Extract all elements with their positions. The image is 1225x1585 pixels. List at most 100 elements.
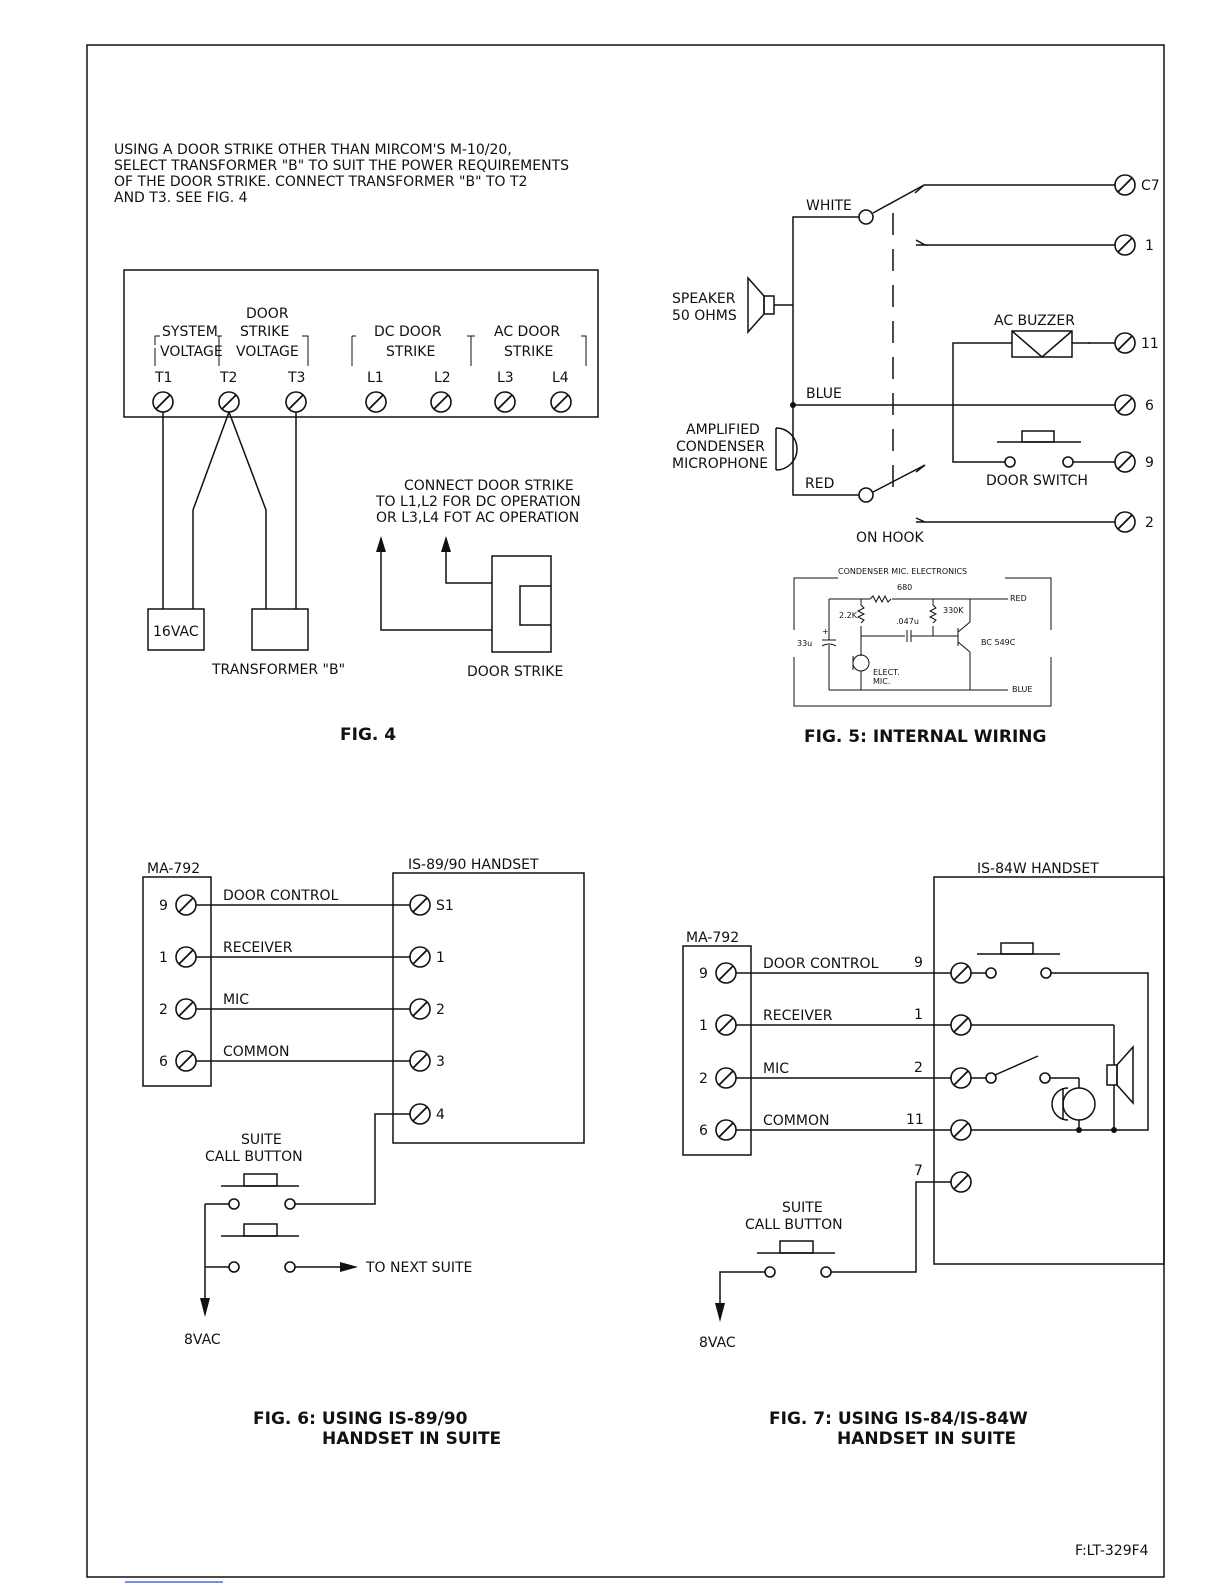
terminal-l4 — [550, 391, 572, 413]
page-border — [86, 44, 1165, 1578]
fig6-wire-door-control: DOOR CONTROL — [223, 888, 339, 904]
door-strike-voltage-label-2: STRIKE — [240, 324, 289, 340]
terminal-2-label: 2 — [1145, 515, 1154, 531]
fig6-left-1: 1 — [159, 950, 168, 966]
terminal-label-t2: T2 — [219, 370, 237, 386]
fig7-wire-door-control: DOOR CONTROL — [763, 956, 879, 972]
r680-label: 680 — [897, 583, 912, 592]
fig6-left-9: 9 — [159, 898, 168, 914]
white-contact — [858, 209, 874, 225]
fig7-wire-num-11: 11 — [906, 1112, 924, 1128]
electronics-title: CONDENSER MIC. ELECTRONICS — [838, 567, 967, 576]
terminal-label-l4: L4 — [552, 370, 569, 386]
fig6-caption-1: FIG. 6: USING IS-89/90 — [253, 1409, 468, 1429]
fig7-ma792-block — [682, 945, 752, 1156]
plus-mark: + — [822, 627, 829, 636]
fig5-diagram: WHITE SPEAKER 50 OHMS BLUE AMPLIFIED CON… — [672, 174, 1160, 747]
red-wire-label: RED — [805, 476, 834, 492]
fig6-caption-2: HANDSET IN SUITE — [322, 1429, 501, 1449]
terminal-11-label: 11 — [1141, 336, 1159, 352]
fig6-suite-label: SUITE — [241, 1132, 282, 1148]
terminal-2 — [1114, 511, 1136, 533]
fig7-terminal-1 — [715, 1014, 737, 1036]
fig6-handset-2 — [409, 998, 431, 1020]
fig6-terminal-2 — [175, 998, 197, 1020]
fig6-ma792-block — [142, 876, 212, 1087]
footer-code: F:LT-329F4 — [1075, 1543, 1149, 1559]
fig6-handset-4 — [409, 1103, 431, 1125]
terminal-t1 — [152, 391, 174, 413]
dc-door-strike-label: DC DOOR — [374, 324, 442, 340]
transformer-b — [251, 608, 309, 651]
fig7-suite-call-button — [779, 1240, 814, 1254]
transistor-label: BC 549C — [981, 638, 1016, 647]
door-switch-label: DOOR SWITCH — [986, 473, 1088, 489]
fig7-left-2: 2 — [699, 1071, 708, 1087]
fig7-suite-label: SUITE — [782, 1200, 823, 1216]
on-hook-label: ON HOOK — [856, 530, 925, 546]
fig6-left-6: 6 — [159, 1054, 168, 1070]
ac-door-strike-label: AC DOOR — [494, 324, 560, 340]
fig6-terminal-6 — [175, 1050, 197, 1072]
fig6-supply-label: 8VAC — [184, 1332, 221, 1348]
fig7-wire-mic: MIC — [763, 1061, 789, 1077]
note-line-4: AND T3. SEE FIG. 4 — [114, 190, 248, 206]
terminal-l3 — [494, 391, 516, 413]
system-voltage-label: SYSTEM — [162, 324, 218, 340]
terminal-c7 — [1114, 174, 1136, 196]
fig7-handset-9 — [950, 962, 972, 984]
fig7-left-1: 1 — [699, 1018, 708, 1034]
terminal-9-label: 9 — [1145, 455, 1154, 471]
mic-label-3: MICROPHONE — [672, 456, 768, 472]
terminal-6 — [1114, 394, 1136, 416]
fig6-right-3: 3 — [436, 1054, 445, 1070]
fig7-diagram: IS-84W HANDSET MA-792 9 1 2 6 DOOR CONTR… — [682, 861, 1165, 1449]
fig6-next-button — [243, 1223, 278, 1237]
terminal-c7-label: C7 — [1141, 178, 1160, 194]
c33-label: 33u — [797, 639, 812, 648]
instruction-note: USING A DOOR STRIKE OTHER THAN MIRCOM'S … — [114, 142, 569, 206]
connect-note-2: TO L1,L2 FOR DC OPERATION — [375, 494, 581, 510]
fig6-handset-label: IS-89/90 HANDSET — [408, 857, 539, 873]
fig7-wire-num-7: 7 — [914, 1163, 923, 1179]
mic-label-1: AMPLIFIED — [686, 422, 760, 438]
fig7-wire-common: COMMON — [763, 1113, 829, 1129]
fig7-microphone — [1062, 1087, 1096, 1121]
white-wire-label: WHITE — [806, 198, 852, 214]
red-out-label: RED — [1010, 594, 1027, 603]
note-line-2: SELECT TRANSFORMER "B" TO SUIT THE POWER… — [114, 158, 569, 174]
fig6-call-button-label: CALL BUTTON — [205, 1149, 303, 1165]
fig7-wire-num-1: 1 — [914, 1007, 923, 1023]
speaker-label-2: 50 OHMS — [672, 308, 737, 324]
terminal-t3 — [285, 391, 307, 413]
terminal-label-l3: L3 — [497, 370, 514, 386]
r22k-label: 2.2K — [839, 611, 858, 620]
fig7-handset-7 — [950, 1171, 972, 1193]
fig7-terminal-9 — [715, 962, 737, 984]
elect-mic-label-2: MIC. — [873, 677, 890, 686]
fig5-caption: FIG. 5: INTERNAL WIRING — [804, 727, 1046, 747]
ac-buzzer — [1011, 330, 1073, 358]
door-strike — [491, 555, 552, 653]
fig6-next-suite-label: TO NEXT SUITE — [365, 1260, 472, 1276]
fig6-right-1: 1 — [436, 950, 445, 966]
fig7-terminal-6 — [715, 1119, 737, 1141]
ac-buzzer-label: AC BUZZER — [994, 313, 1075, 329]
blue-wire-label: BLUE — [806, 386, 842, 402]
connect-note-1: CONNECT DOOR STRIKE — [404, 478, 574, 494]
fig7-call-button-label: CALL BUTTON — [745, 1217, 843, 1233]
fig6-wire-receiver: RECEIVER — [223, 940, 293, 956]
ac-door-strike-label-2: STRIKE — [504, 344, 553, 360]
terminal-1 — [1114, 234, 1136, 256]
c047-label: .047u — [896, 617, 919, 626]
fig7-left-9: 9 — [699, 966, 708, 982]
fig6-right-2: 2 — [436, 1002, 445, 1018]
door-strike-label: DOOR STRIKE — [467, 664, 563, 680]
door-strike-voltage-label: DOOR — [246, 306, 289, 322]
transformer-16vac — [147, 608, 205, 651]
transformer-b-label: TRANSFORMER "B" — [211, 662, 345, 678]
fig7-wire-num-9: 9 — [914, 955, 923, 971]
fig7-caption-2: HANDSET IN SUITE — [837, 1429, 1016, 1449]
elect-mic-label-1: ELECT. — [873, 668, 900, 677]
terminal-label-t1: T1 — [154, 370, 172, 386]
